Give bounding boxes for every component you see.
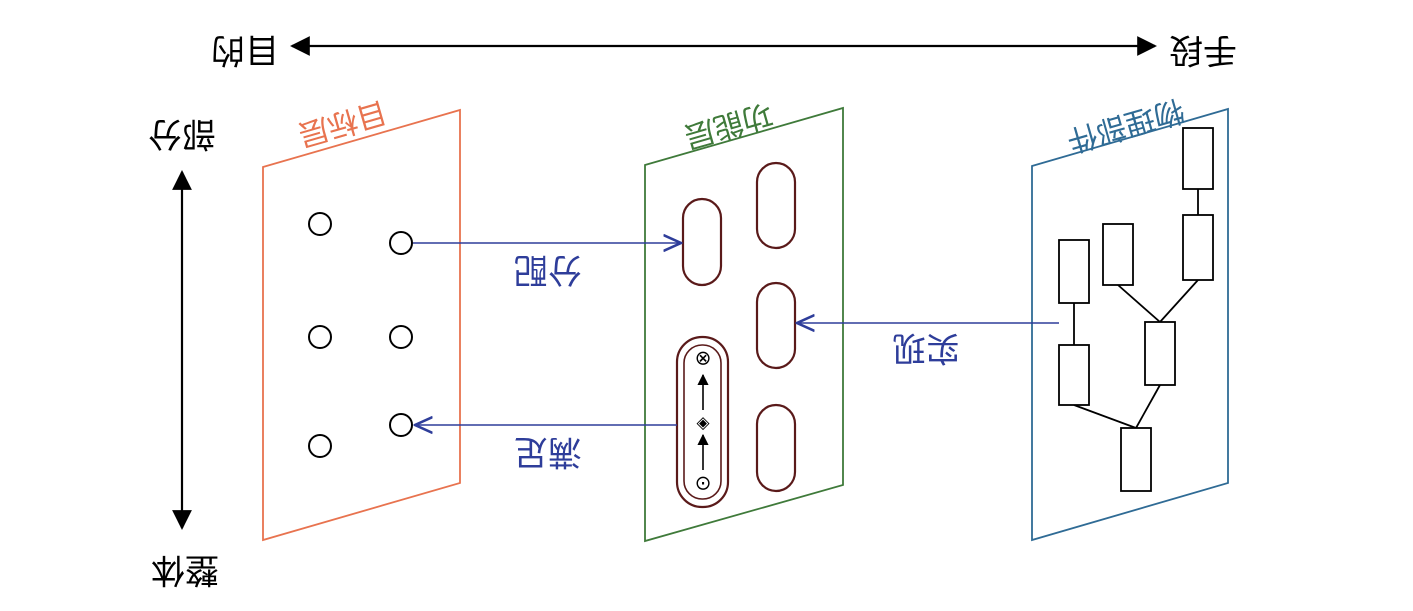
component-box bbox=[1058, 344, 1090, 406]
goal-node bbox=[389, 325, 413, 349]
axis-label-right: 手段 bbox=[1169, 30, 1237, 70]
physical-panel-title: 物理部件 bbox=[1063, 92, 1188, 159]
chain-top-node: ⊗ bbox=[695, 346, 712, 370]
component-box bbox=[1058, 239, 1090, 304]
axis-label-left: 目的 bbox=[211, 30, 279, 70]
function-block bbox=[755, 281, 797, 370]
goal-node bbox=[389, 413, 413, 437]
component-box bbox=[1120, 427, 1152, 492]
chain-middle-node: ◈ bbox=[696, 413, 710, 433]
component-box bbox=[1182, 127, 1214, 190]
goal-node bbox=[308, 212, 332, 236]
goal-node bbox=[308, 434, 332, 458]
allocate-label: 分配 bbox=[514, 250, 582, 290]
component-box bbox=[1102, 223, 1134, 286]
function-chain: ⊗ ◈ ⊙ bbox=[675, 335, 730, 509]
meet-label: 满足 bbox=[514, 432, 582, 472]
chain-bottom-node: ⊙ bbox=[695, 471, 712, 495]
goal-node bbox=[308, 325, 332, 349]
goal-node bbox=[389, 231, 413, 255]
component-box bbox=[1182, 214, 1214, 281]
component-box bbox=[1144, 321, 1176, 386]
axis-label-bottom: 整体 bbox=[151, 550, 219, 590]
function-panel-title: 功能层 bbox=[680, 96, 776, 154]
function-block bbox=[681, 197, 723, 287]
axis-label-top: 部分 bbox=[148, 114, 216, 154]
implement-label: 实现 bbox=[892, 328, 960, 368]
function-block bbox=[755, 161, 797, 250]
function-panel: 功能层 ⊗ ◈ ⊙ bbox=[644, 96, 844, 543]
function-block bbox=[755, 403, 797, 493]
physical-panel: 物理部件 bbox=[1031, 92, 1229, 542]
goal-panel: 目标层 bbox=[262, 94, 461, 542]
component-tree-connectors bbox=[1073, 189, 1199, 429]
